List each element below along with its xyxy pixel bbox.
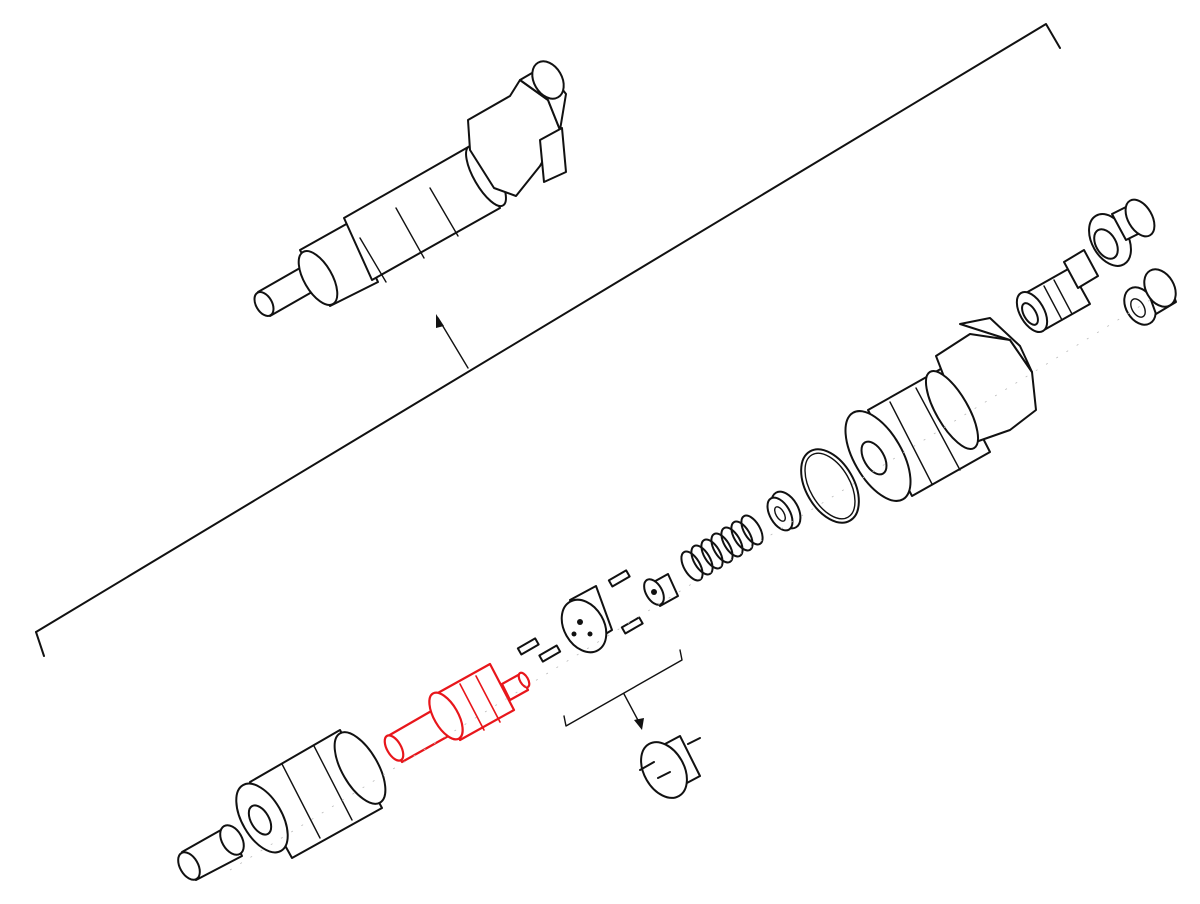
nozzle-tip: [177, 824, 245, 881]
injector-holder-body: [844, 317, 1037, 502]
nozzle-nut: [235, 729, 387, 859]
sealing-washer: [1088, 198, 1156, 267]
inlet-connector: [1015, 249, 1099, 333]
assembly-bracket: [35, 23, 1061, 657]
spacer-disc-variant: [563, 649, 701, 799]
assembled-injector: [253, 60, 567, 317]
explosion-axis: [229, 299, 1151, 871]
o-ring: [800, 448, 860, 524]
spring-seat: [643, 573, 679, 607]
dowel-pins: [516, 569, 644, 663]
spacer-disc: [560, 585, 613, 654]
shim-washer: [766, 490, 802, 532]
nozzle-needle-body-highlight: [383, 662, 531, 764]
cap-nut: [1123, 268, 1177, 326]
pressure-spring: [680, 514, 764, 582]
